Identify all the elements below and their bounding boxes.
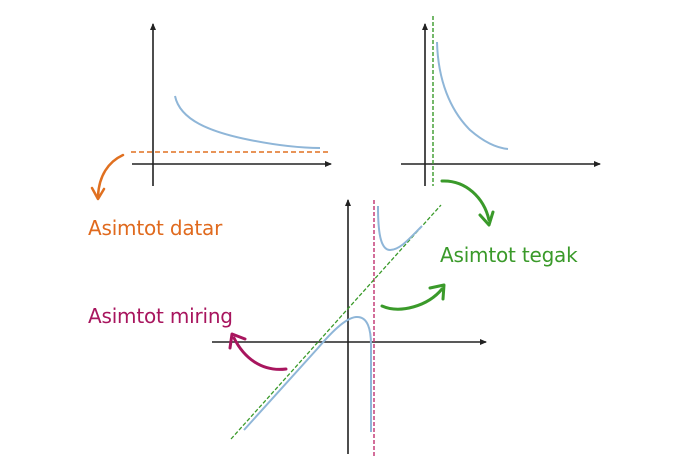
- function-curve-left-branch: [243, 315, 372, 432]
- function-curve: [436, 41, 509, 150]
- arrowhead-tegak-top: [478, 210, 495, 227]
- oblique-asymptote-label: Asimtot miring: [88, 304, 233, 328]
- arrowhead-miring: [228, 332, 247, 350]
- vertical-asymptote-graph: [401, 16, 601, 227]
- vertical-asymptote-label: Asimtot tegak: [440, 243, 578, 267]
- function-curve: [174, 95, 321, 149]
- horizontal-asymptote-label: Asimtot datar: [88, 216, 223, 240]
- arrow-to-datar-label: [96, 153, 125, 198]
- function-curve-right-branch: [377, 205, 423, 252]
- oblique-asymptote-graph: [212, 199, 487, 456]
- horizontal-asymptote-graph: [90, 23, 332, 201]
- oblique-asymptote-line: [230, 204, 442, 440]
- arrow-to-tegak-label-lower: [380, 287, 444, 311]
- arrowhead-datar: [90, 186, 106, 201]
- arrowhead-tegak-lower: [428, 283, 446, 301]
- arrow-to-miring-label: [232, 336, 288, 371]
- arrow-to-tegak-label: [440, 179, 491, 222]
